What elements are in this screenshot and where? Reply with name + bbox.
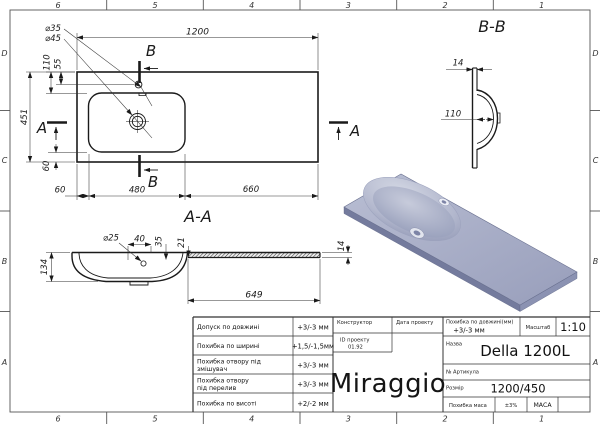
dim-660: 660 [243, 185, 259, 195]
render-faucet-hole-inner [441, 200, 447, 204]
tolerance-label: Похибка по висоті [197, 400, 257, 408]
zone-col-label: 6 [55, 1, 60, 10]
zone-col-label: 5 [152, 1, 157, 10]
dim-60-left: 60 [55, 186, 66, 196]
mass-label: МАСА [533, 402, 552, 409]
basin-section-outer [71, 252, 189, 283]
countertop-outline [76, 71, 319, 163]
mass-tolerance-label: Похибка маса [449, 403, 487, 409]
countertop-section-hatch [188, 252, 320, 258]
tolerance-label: Похибка отвору [197, 377, 249, 385]
top-view: ⌀35 ⌀45 1200 451 110 55 60 480 660 60 B … [20, 24, 360, 200]
dim-1200: 1200 [186, 28, 209, 38]
tolerance-table: Допуск по довжині +3/-3 мм Похибка по ши… [197, 323, 334, 408]
render-drain-hole-inner [413, 230, 421, 236]
section-bb-title: B-B [478, 17, 505, 36]
tolerance-label: Похибка по ширині [197, 342, 260, 350]
zone-col-label: 1 [539, 1, 544, 10]
dim-649: 649 [245, 291, 262, 301]
project-id-value: 01.92 [348, 345, 363, 351]
zone-col-label: 3 [346, 415, 351, 424]
dia-25-label: ⌀25 [103, 234, 119, 244]
section-a-marks [47, 121, 348, 140]
zone-row-label: B [593, 257, 599, 266]
zone-col-label: 2 [442, 1, 447, 10]
section-aa-view: A-A ⌀25 40 35 21 134 [40, 207, 352, 304]
tolerance-value: +3/-3 мм [297, 381, 329, 389]
zone-col-label: 3 [346, 1, 351, 10]
basin-section-inner [78, 252, 184, 279]
hole-section [140, 260, 147, 267]
overflow-section-mark [129, 281, 149, 286]
section-a-label-left: A [36, 119, 47, 137]
zone-row-label: A [1, 358, 7, 367]
size-label: Розмір [446, 386, 464, 392]
basin-outline [87, 92, 186, 153]
zone-col-label: 1 [539, 415, 544, 424]
title-block: Допуск по довжині +3/-3 мм Похибка по ши… [192, 316, 590, 412]
tolerance-label: Допуск по довжині [197, 323, 260, 331]
dia-drain-label: ⌀45 [45, 34, 61, 44]
tolerance-label: Похибка отвору під [197, 358, 261, 366]
miraggio-logo: Miraggio [330, 369, 446, 399]
name-label: Назва [446, 342, 462, 348]
project-id-label: ID проекту [340, 338, 369, 344]
dim-451: 451 [20, 109, 30, 125]
zone-col-label: 5 [152, 415, 157, 424]
zone-row-label: B [2, 257, 8, 266]
dim-480: 480 [129, 186, 145, 196]
tolerance-label-line2: під перелив [197, 384, 237, 392]
zone-col-label: 4 [249, 1, 254, 10]
tolerance-label-line2: змішувач [197, 365, 227, 373]
length-tolerance-label: Похибка по довжині(мм) [446, 320, 513, 326]
zone-row-label: A [592, 358, 598, 367]
sink-3d-render [343, 173, 578, 312]
section-b-label-top: B [146, 42, 156, 60]
dim-14-bb: 14 [453, 59, 464, 69]
constructor-label: Конструктор [337, 320, 373, 326]
section-b-label-bottom: B [148, 173, 158, 191]
bb-bowl-inner [476, 94, 494, 144]
section-aa-title: A-A [183, 207, 212, 226]
zone-row-label: D [592, 49, 598, 58]
bb-bowl-outer [476, 89, 499, 151]
section-b-marks [138, 61, 158, 177]
zone-row-label: C [593, 156, 599, 165]
render-basin-bowl [372, 186, 456, 238]
project-date-label: Дата проекту [396, 320, 433, 326]
mass-tolerance-value: ±3% [505, 403, 518, 409]
tolerance-value: +2/-2 мм [297, 400, 329, 408]
scale-value: 1:10 [560, 320, 586, 334]
overflow-mark [138, 93, 147, 96]
article-label: № Артикула [446, 370, 479, 376]
bb-overflow-step [497, 112, 501, 124]
size-value: 1200/450 [490, 382, 545, 396]
dim-134: 134 [40, 259, 50, 275]
zone-row-label: C [2, 156, 8, 165]
tolerance-value: +3/-3 мм [297, 362, 329, 370]
dim-21: 21 [177, 237, 187, 248]
zone-col-label: 2 [442, 415, 447, 424]
dim-40: 40 [134, 235, 145, 245]
product-name: Della 1200L [480, 342, 570, 360]
zone-row-label: D [1, 49, 7, 58]
section-bb-view: B-B 14 110 [441, 17, 506, 169]
scale-label: Масштаб [526, 325, 551, 331]
zone-col-label: 6 [55, 415, 60, 424]
tolerance-value: +1,5/-1,5мм [292, 343, 334, 351]
length-tolerance-value: +3/-3 мм [453, 327, 485, 335]
dia-faucet-label: ⌀35 [45, 24, 61, 34]
dim-14-aa: 14 [337, 241, 347, 252]
zone-col-label: 4 [249, 415, 254, 424]
dim-35: 35 [155, 236, 165, 247]
section-a-label-right: A [349, 122, 360, 140]
dim-110-bb: 110 [445, 110, 461, 120]
dim-55: 55 [54, 59, 64, 70]
tolerance-value: +3/-3 мм [297, 324, 329, 332]
dim-110: 110 [43, 54, 53, 70]
dim-60-bottom: 60 [42, 161, 52, 172]
